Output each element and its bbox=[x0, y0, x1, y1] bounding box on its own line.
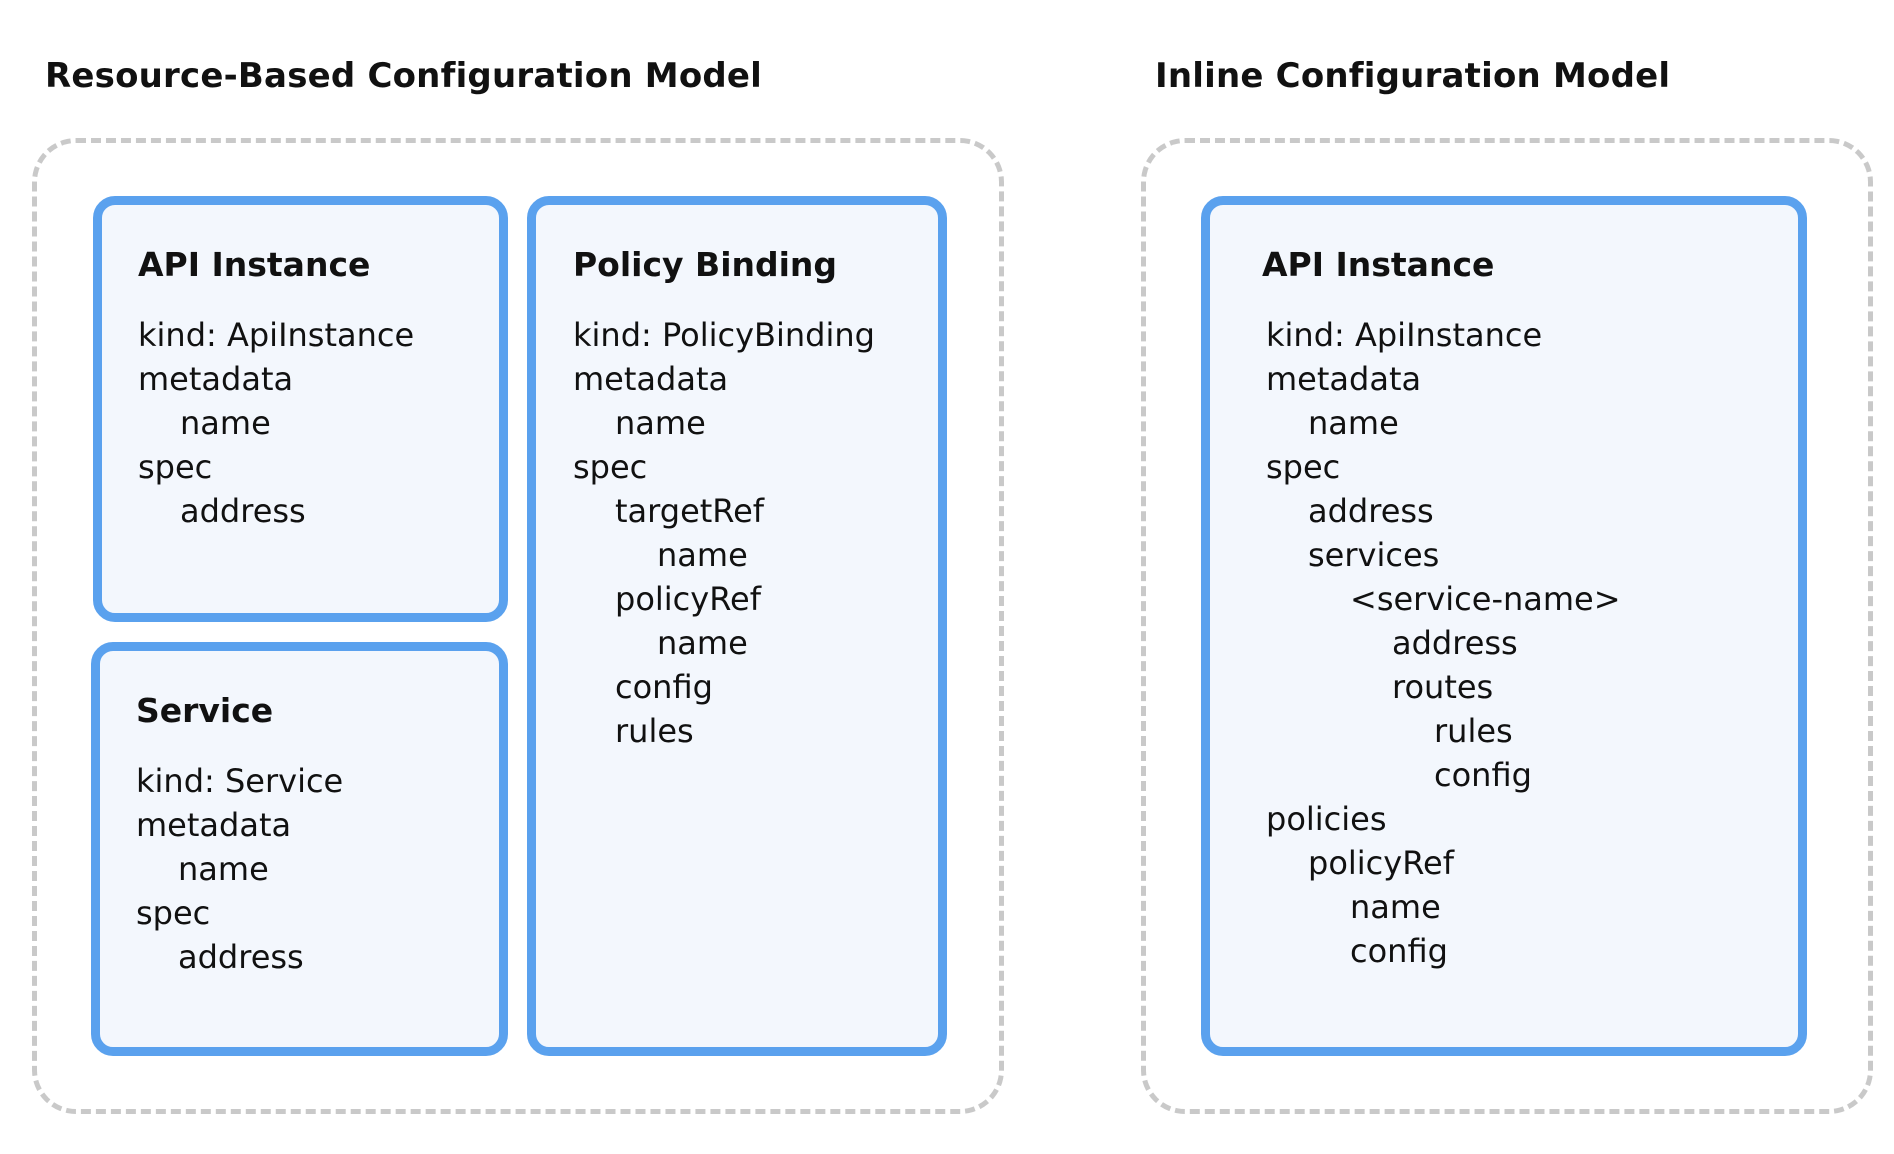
field-line: name bbox=[1350, 888, 1441, 926]
field-line: address bbox=[178, 938, 304, 976]
resource-model-title: Resource-Based Configuration Model bbox=[45, 56, 763, 96]
field-line: metadata bbox=[136, 806, 292, 844]
field-list: kind: PolicyBinding metadata name spec targe… bbox=[573, 313, 875, 753]
card-title: Policy Binding bbox=[573, 245, 838, 284]
card-title: API Instance bbox=[138, 245, 371, 284]
resource-api-instance-card: API Instance kind: ApiInstance metadata na… bbox=[93, 196, 508, 622]
field-line: name bbox=[657, 536, 748, 574]
field-line: spec bbox=[136, 894, 211, 932]
inline-api-instance-card: API Instance kind: ApiInstance metadata na… bbox=[1201, 196, 1807, 1056]
resource-policy-binding-card: Policy Binding kind: PolicyBinding metada… bbox=[527, 196, 947, 1056]
field-line: policyRef bbox=[1308, 844, 1454, 882]
field-line: metadata bbox=[573, 360, 729, 398]
field-list: kind: Service metadata name spec address bbox=[136, 759, 343, 979]
field-line: rules bbox=[1434, 712, 1513, 750]
field-line: spec bbox=[1266, 448, 1341, 486]
field-line: targetRef bbox=[615, 492, 765, 530]
field-list: kind: ApiInstance metadata name spec address… bbox=[1266, 313, 1621, 973]
field-line: address bbox=[1308, 492, 1434, 530]
field-line: routes bbox=[1392, 668, 1494, 706]
field-line: address bbox=[1392, 624, 1518, 662]
field-line: rules bbox=[615, 712, 694, 750]
field-line: address bbox=[180, 492, 306, 530]
field-line: name bbox=[1308, 404, 1399, 442]
field-line: name bbox=[180, 404, 271, 442]
inline-model-title: Inline Configuration Model bbox=[1155, 56, 1671, 96]
resource-model-frame bbox=[32, 138, 1004, 1114]
field-line: config bbox=[1434, 756, 1532, 794]
field-line: services bbox=[1308, 536, 1440, 574]
field-line: config bbox=[1350, 932, 1448, 970]
field-line: spec bbox=[138, 448, 213, 486]
field-line: config bbox=[615, 668, 713, 706]
inline-model-frame bbox=[1141, 138, 1873, 1114]
field-line: <service-name> bbox=[1350, 580, 1621, 618]
field-line: name bbox=[657, 624, 748, 662]
field-line: name bbox=[178, 850, 269, 888]
field-line: metadata bbox=[1266, 360, 1422, 398]
card-title: API Instance bbox=[1262, 245, 1495, 284]
field-line: policyRef bbox=[615, 580, 761, 618]
resource-service-card: Service kind: Service metadata name spec add… bbox=[91, 642, 508, 1056]
field-line: kind: ApiInstance bbox=[138, 316, 415, 354]
field-line: policies bbox=[1266, 800, 1387, 838]
field-line: kind: ApiInstance bbox=[1266, 316, 1543, 354]
field-line: kind: Service bbox=[136, 762, 344, 800]
field-line: spec bbox=[573, 448, 648, 486]
field-line: name bbox=[615, 404, 706, 442]
field-list: kind: ApiInstance metadata name spec address bbox=[138, 313, 414, 533]
field-line: metadata bbox=[138, 360, 294, 398]
card-title: Service bbox=[136, 691, 274, 730]
field-line: kind: PolicyBinding bbox=[573, 316, 875, 354]
